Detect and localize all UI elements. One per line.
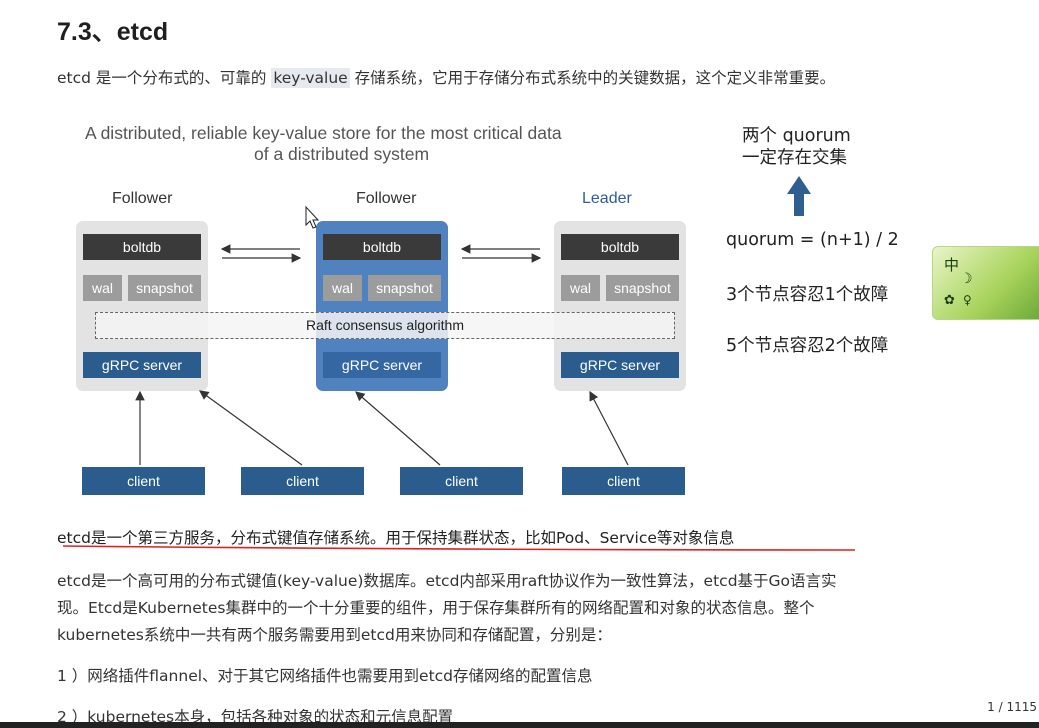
snapshot-box: snapshot	[368, 275, 441, 301]
list-item: 2 ）kubernetes本身，包括各种对象的状态和元信息配置	[57, 708, 454, 726]
client-box: client	[82, 467, 205, 495]
client-box: client	[241, 467, 364, 495]
diagram-caption-line1: A distributed, reliable key-value store …	[85, 123, 562, 143]
ime-chinese-char: 中	[944, 256, 960, 274]
etcd-node-follower-highlighted: boltdb wal snapshot gRPC server	[316, 221, 448, 391]
up-arrow-icon	[787, 176, 811, 216]
client-arrow	[589, 390, 629, 466]
node-role-label: Follower	[112, 190, 173, 207]
client-box: client	[562, 467, 685, 495]
bottom-bar	[0, 722, 1039, 728]
grpc-server-box: gRPC server	[561, 352, 679, 378]
quorum-note-line2: 一定存在交集	[742, 148, 847, 168]
paragraph-line: etcd是一个高可用的分布式键值(key-value)数据库。etcd内部采用r…	[57, 572, 837, 590]
quorum-formula: quorum = (n+1) / 2	[726, 230, 899, 250]
fault-tolerance-rule-5: 5个节点容忍2个故障	[726, 336, 889, 356]
quorum-note-line1: 两个 quorum	[742, 126, 851, 146]
etcd-node-follower: boltdb wal snapshot gRPC server	[76, 221, 208, 391]
grpc-server-box: gRPC server	[323, 352, 441, 378]
section-title: 7.3、etcd	[57, 18, 169, 46]
diagram-caption-line2: of a distributed system	[254, 144, 430, 164]
client-arrow	[355, 391, 441, 466]
list-item: 1 ）网络插件flannel、对于其它网络插件也需要用到etcd存储网络的配置信…	[57, 667, 593, 685]
snapshot-box: snapshot	[606, 275, 679, 301]
intro-text-after: 存储系统，它用于存储分布式系统中的关键数据，这个定义非常重要。	[349, 69, 836, 87]
boltdb-box: boltdb	[561, 234, 679, 260]
paragraph-line: 现。Etcd是Kubernetes集群中的一个十分重要的组件，用于保存集群所有的…	[57, 599, 815, 617]
wal-box: wal	[561, 275, 600, 301]
page-counter: 1 / 1115	[987, 700, 1037, 714]
node-role-label: Follower	[356, 190, 417, 207]
mouse-cursor-icon	[305, 205, 320, 229]
intro-text-before: etcd 是一个分布式的、可靠的	[57, 69, 272, 87]
client-arrow	[199, 390, 303, 466]
etcd-node-leader: boltdb wal snapshot gRPC server	[554, 221, 686, 391]
moon-icon[interactable]: ☽	[960, 271, 973, 287]
red-underline	[62, 545, 856, 551]
tool-icon[interactable]: ♀	[963, 293, 972, 307]
client-box: client	[400, 467, 523, 495]
node-role-label: Leader	[582, 190, 632, 207]
wal-box: wal	[323, 275, 362, 301]
paragraph-line: kubernetes系统中一共有两个服务需要用到etcd用来协同和存储配置，分别…	[57, 626, 612, 644]
gear-icon[interactable]: ✿	[944, 293, 955, 308]
intro-highlight: key-value	[271, 68, 350, 88]
fault-tolerance-rule-3: 3个节点容忍1个故障	[726, 285, 889, 305]
underlined-summary: etcd是一个第三方服务，分布式键值存储系统。用于保持集群状态，比如Pod、Se…	[57, 529, 735, 547]
grpc-server-box: gRPC server	[83, 352, 201, 378]
boltdb-box: boltdb	[323, 234, 441, 260]
intro-paragraph: etcd 是一个分布式的、可靠的 key-value 存储系统，它用于存储分布式…	[57, 66, 835, 88]
boltdb-box: boltdb	[83, 234, 201, 260]
snapshot-box: snapshot	[128, 275, 201, 301]
wal-box: wal	[83, 275, 122, 301]
ime-floating-widget[interactable]: 中 ☽ ✿ ♀	[932, 246, 1039, 320]
raft-consensus-bar: Raft consensus algorithm	[95, 312, 675, 339]
